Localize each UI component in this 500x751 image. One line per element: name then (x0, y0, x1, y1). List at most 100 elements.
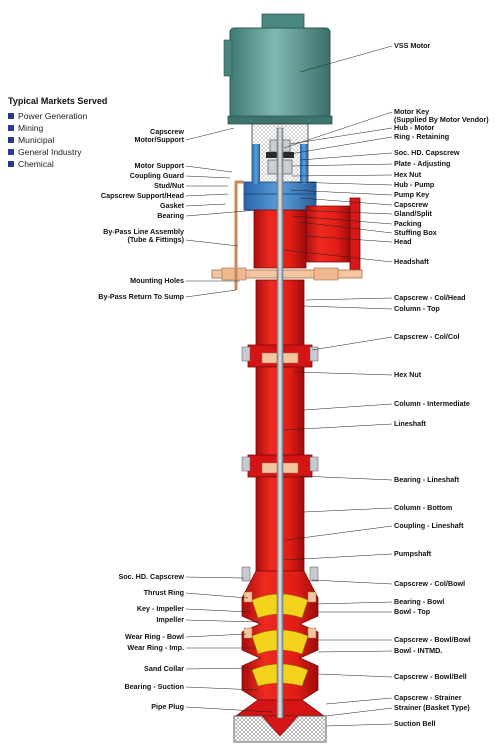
leader-line (185, 193, 229, 197)
label-wear-ring-bowl: Wear Ring - Bowl (125, 632, 184, 641)
label-hub-pump: Hub - Pump (394, 180, 435, 189)
leader-line (289, 181, 393, 186)
suction-bell (233, 699, 327, 743)
label-bowl-intmd: Bowl - INTMD. (394, 646, 443, 655)
label-hub-motor: Hub - Motor (394, 123, 435, 132)
market-item: Power Generation (8, 110, 107, 122)
leader-line (317, 673, 393, 678)
label-wear-ring-imp: Wear Ring - Imp. (127, 643, 184, 652)
label-strainer-basket: Strainer (Basket Type) (394, 703, 470, 712)
label-sand-collar: Sand Collar (144, 664, 184, 673)
leader-line (289, 136, 393, 155)
leader-line (185, 667, 253, 670)
leader-line (185, 127, 235, 141)
bullet-icon (8, 112, 14, 119)
leader-line (325, 723, 393, 727)
leader-line (317, 650, 393, 653)
label-coupling-lineshaft: Coupling - Lineshaft (394, 521, 464, 530)
label-head: Head (394, 237, 412, 246)
leader-line (285, 525, 393, 541)
leader-line (185, 592, 249, 599)
label-capscrew-top: Capscrew (394, 200, 428, 209)
label-pump-key: Pump Key (394, 190, 430, 199)
label-bowl-top: Bowl - Top (394, 607, 431, 616)
label-gland-split: Gland/Split (394, 209, 432, 218)
leader-line (185, 289, 237, 298)
leader-line (311, 579, 393, 585)
vss-motor (223, 13, 333, 125)
label-lineshaft: Lineshaft (394, 419, 426, 428)
leader-line (299, 45, 393, 73)
label-vss-motor: VSS Motor (394, 41, 431, 50)
market-item: Municipal (8, 134, 107, 146)
leader-line (305, 297, 393, 301)
bullet-icon (8, 124, 14, 131)
label-motor-support: Motor Support (134, 161, 184, 170)
label-thrust-ring: Thrust Ring (143, 588, 184, 597)
label-hex-nut-top: Hex Nut (394, 170, 422, 179)
label-coupling-guard: Coupling Guard (129, 171, 184, 180)
leader-line (291, 163, 393, 167)
bullet-icon (8, 136, 14, 143)
leader-line (283, 249, 393, 263)
leader-line (291, 209, 393, 215)
leader-line (185, 706, 273, 713)
label-column-top: Column - Top (394, 304, 440, 313)
label-motor-key: Motor Key(Supplied By Motor Vendor) (394, 107, 489, 124)
leader-line (303, 507, 393, 513)
leader-line (305, 235, 393, 243)
leader-line (299, 197, 393, 206)
leader-line (325, 697, 393, 705)
leader-line (291, 215, 393, 225)
bypass-line (234, 180, 244, 290)
label-capscrew-col-head: Capscrew - Col/Head (394, 293, 466, 302)
market-item: Chemical (8, 158, 107, 170)
label-mounting-holes: Mounting Holes (130, 276, 184, 285)
leader-line (289, 189, 393, 196)
leader-line (315, 601, 393, 605)
leader-line (289, 127, 393, 145)
leader-line (185, 633, 247, 638)
bullet-icon (8, 160, 14, 167)
label-pumpshaft: Pumpshaft (394, 549, 432, 558)
leader-line (299, 152, 393, 161)
leader-line (291, 174, 393, 177)
label-gasket: Gasket (160, 201, 184, 210)
leader-line (283, 553, 393, 561)
label-packing: Packing (394, 219, 422, 228)
label-hex-nut-mid: Hex Nut (394, 370, 422, 379)
label-stuffing-box: Stuffing Box (394, 228, 437, 237)
label-stud-nut: Stud/Nut (154, 181, 184, 190)
label-capscrew-bowl-bowl: Capscrew - Bowl/Bowl (394, 635, 471, 644)
leader-line (185, 686, 259, 691)
label-soc-hd-capscrew-right: Soc. HD. Capscrew (394, 148, 460, 157)
leader-line (283, 423, 393, 431)
label-pipe-plug: Pipe Plug (151, 702, 184, 711)
label-bypass-line: By-Pass Line Assembly(Tube & Fittings) (103, 227, 184, 244)
label-bearing: Bearing (157, 211, 184, 220)
lineshaft (276, 127, 284, 719)
leader-line (185, 209, 259, 217)
label-impeller: Impeller (156, 615, 184, 624)
market-item: General Industry (8, 146, 107, 158)
label-capscrew-strainer: Capscrew - Strainer (394, 693, 462, 702)
label-column-bottom: Column - Bottom (394, 503, 453, 512)
label-suction-bell: Suction Bell (394, 719, 436, 728)
leader-line (293, 371, 393, 376)
label-capscrew-col-bowl: Capscrew - Col/Bowl (394, 579, 466, 588)
label-bearing-lineshaft: Bearing - Lineshaft (394, 475, 460, 484)
label-headshaft: Headshaft (394, 257, 429, 266)
leader-line (185, 239, 239, 247)
leader-line (311, 336, 393, 351)
leader-line (325, 707, 393, 717)
label-bearing-bowl: Bearing - Bowl (394, 597, 445, 606)
label-column-intermediate: Column - Intermediate (394, 399, 470, 408)
leader-line (299, 221, 393, 234)
label-bearing-suction: Bearing - Suction (124, 682, 184, 691)
label-plate-adjusting: Plate - Adjusting (394, 159, 451, 168)
leader-line (303, 305, 393, 310)
label-capscrew-bowl-bell: Capscrew - Bowl/Bell (394, 672, 467, 681)
